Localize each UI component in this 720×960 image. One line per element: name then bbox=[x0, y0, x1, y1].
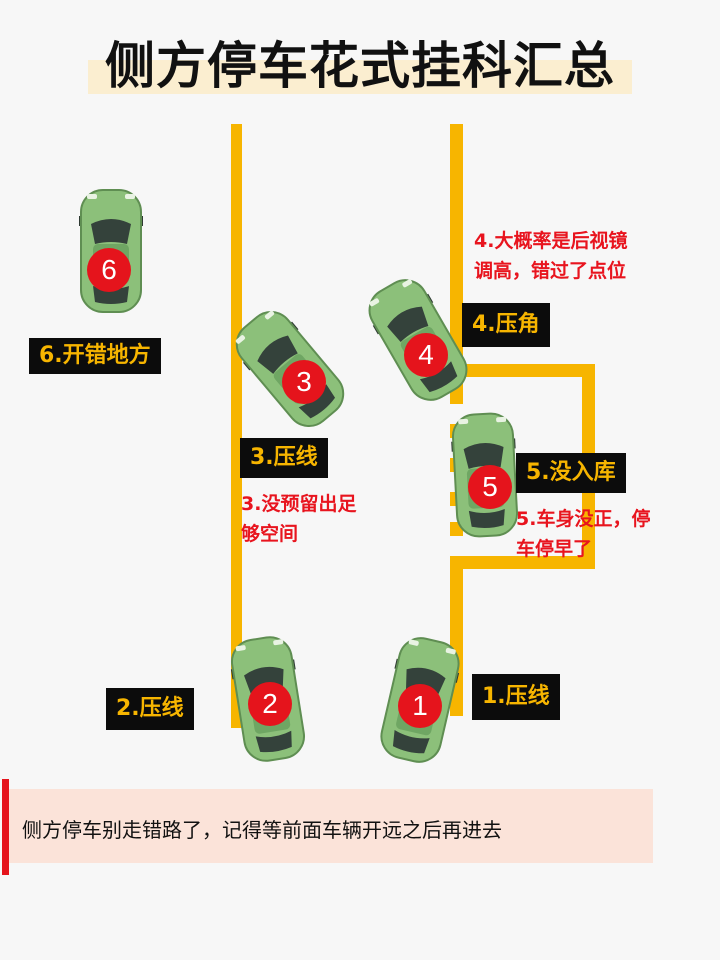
title-highlight bbox=[88, 60, 632, 94]
car-4-number-badge: 4 bbox=[404, 333, 448, 377]
car-4-note: 4.大概率是后视镜 调高，错过了点位 bbox=[474, 230, 628, 282]
page-title: 侧方停车花式挂科汇总 bbox=[105, 37, 615, 95]
car-6-label: 6.开错地方 bbox=[29, 338, 161, 374]
left-lane-line bbox=[231, 124, 242, 728]
car-2-number-badge: 2 bbox=[248, 682, 292, 726]
car-3-note: 3.没预留出足 够空间 bbox=[241, 493, 357, 545]
car-1-label: 1.压线 bbox=[472, 674, 560, 720]
car-5-label: 5.没入库 bbox=[516, 453, 626, 493]
car-3-number-badge: 3 bbox=[282, 360, 326, 404]
car-1-number-badge: 1 bbox=[398, 684, 442, 728]
parking-bay-bottom-line bbox=[450, 556, 595, 569]
right-lane-line-upper bbox=[450, 124, 463, 404]
footer-tip: 侧方停车别走错路了，记得等前面车辆开远之后再进去 bbox=[22, 818, 502, 842]
car-6-number-badge: 6 bbox=[87, 248, 131, 292]
parking-bay-top-line bbox=[450, 364, 595, 377]
car-3-label: 3.压线 bbox=[240, 438, 328, 478]
footer-box bbox=[5, 789, 653, 863]
car-5-number-badge: 5 bbox=[468, 465, 512, 509]
car-5-note: 5.车身没正，停 车停早了 bbox=[516, 508, 651, 560]
footer-accent-bar bbox=[2, 779, 9, 875]
car-2-label: 2.压线 bbox=[106, 688, 194, 730]
car-4-label: 4.压角 bbox=[462, 303, 550, 347]
